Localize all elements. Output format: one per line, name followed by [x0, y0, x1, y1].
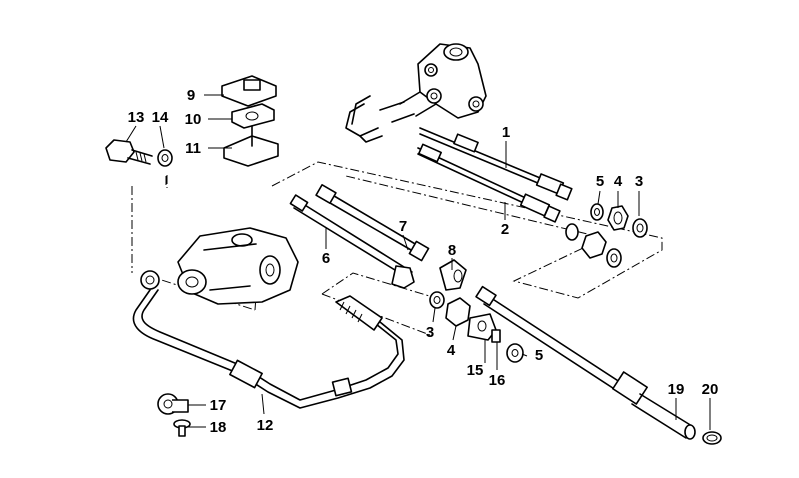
washer-5-lower-hole: [511, 349, 519, 357]
callout-17: 17: [210, 397, 227, 414]
callout-12: 12: [257, 417, 274, 434]
bracket-15-hole: [477, 320, 487, 332]
callout-13: 13: [128, 109, 145, 126]
callout-5-lower: 5: [535, 347, 543, 364]
nut-lower-row: [581, 231, 607, 259]
brake-line-2: [417, 143, 561, 223]
clip-9: [221, 75, 277, 107]
callout-16: 16: [489, 372, 506, 389]
callout-15: 15: [467, 362, 484, 379]
brake-caliper: [177, 227, 299, 305]
callout-4-upper: 4: [614, 173, 623, 190]
washer-lower-row-b-hole: [610, 253, 618, 263]
hose-clamp-20: [702, 431, 722, 445]
callout-1: 1: [502, 124, 510, 141]
callout-3-lower: 3: [426, 324, 434, 341]
callout-20: 20: [702, 381, 719, 398]
rubber-mount-10: [231, 103, 275, 129]
washer-14: [157, 149, 173, 167]
hose-fitting-8: [439, 259, 467, 291]
pressure-regulator-valve: [345, 43, 487, 143]
brake-pipe-12: [132, 270, 405, 409]
banjo-bolt-13: [105, 139, 153, 165]
callout-18: 18: [210, 419, 227, 436]
brake-pipe-7: [315, 184, 430, 262]
callout-11: 11: [185, 140, 201, 157]
washer-3-lower: [429, 291, 445, 309]
washer-5-upper: [590, 203, 604, 221]
washer-3-lower-hole: [433, 296, 441, 304]
clip-17: [157, 393, 189, 415]
callout-14: 14: [152, 109, 169, 126]
callout-5-upper: 5: [596, 173, 604, 190]
holder-11: [223, 125, 279, 167]
screw-16: [491, 329, 501, 343]
callout-4-lower: 4: [447, 342, 456, 359]
callout-labels: 1 2 3 3 4 4 5 5 6 7 8 9 10 11 12 13 14 1…: [128, 87, 719, 436]
group-outline-lower: [321, 272, 447, 302]
screw-18: [173, 419, 191, 437]
brake-pipe-6: [289, 194, 415, 289]
callout-19: 19: [668, 381, 685, 398]
leader-lines: [125, 94, 711, 430]
callout-2: 2: [501, 221, 509, 238]
washer-lower-row-a: [565, 223, 579, 241]
callout-8: 8: [448, 242, 456, 259]
callout-3-upper: 3: [635, 173, 643, 190]
brake-hose-19: [475, 285, 696, 440]
washer-lower-row-b: [606, 248, 622, 268]
brake-line-1: [419, 127, 573, 201]
callout-7: 7: [399, 218, 407, 235]
nut-4-lower: [445, 297, 471, 327]
group-outline-upper: [271, 161, 663, 299]
callout-6: 6: [322, 250, 330, 267]
washer-5-lower: [506, 343, 524, 363]
callout-9: 9: [187, 87, 195, 104]
nut-4-upper: [607, 205, 629, 231]
callout-10: 10: [185, 111, 202, 128]
washer-3-upper: [632, 218, 648, 238]
